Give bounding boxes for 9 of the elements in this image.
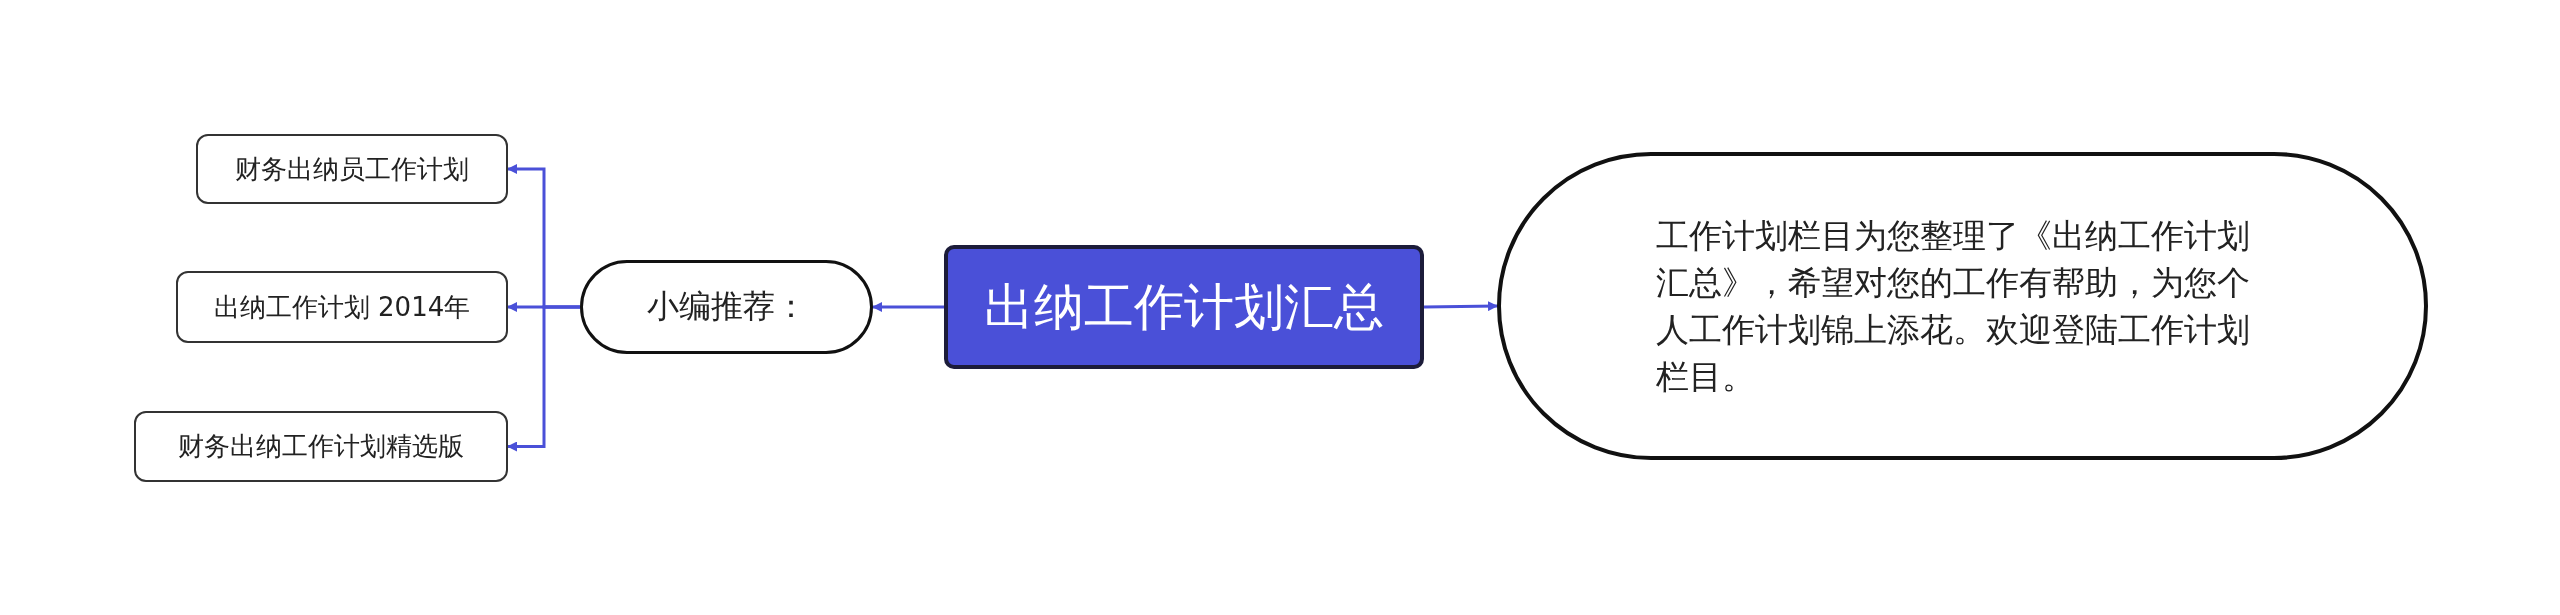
arrow [1423,301,1498,312]
topic-box: 出纳工作计划汇总 [944,245,1424,369]
leaf-box: 出纳工作计划 2014年 [176,271,508,343]
subtopic-pill: 小编推荐： [580,260,873,354]
arrow [507,305,580,452]
leaf-box: 财务出纳员工作计划 [196,134,508,204]
note-pill: 工作计划栏目为您整理了《出纳工作计划汇总》，希望对您的工作有帮助，为您个人工作计划锦上添花。欢迎登陆工作计划栏目。 [1497,152,2428,460]
leaf-box: 财务出纳工作计划精选版 [134,411,508,482]
arrow [872,302,944,312]
